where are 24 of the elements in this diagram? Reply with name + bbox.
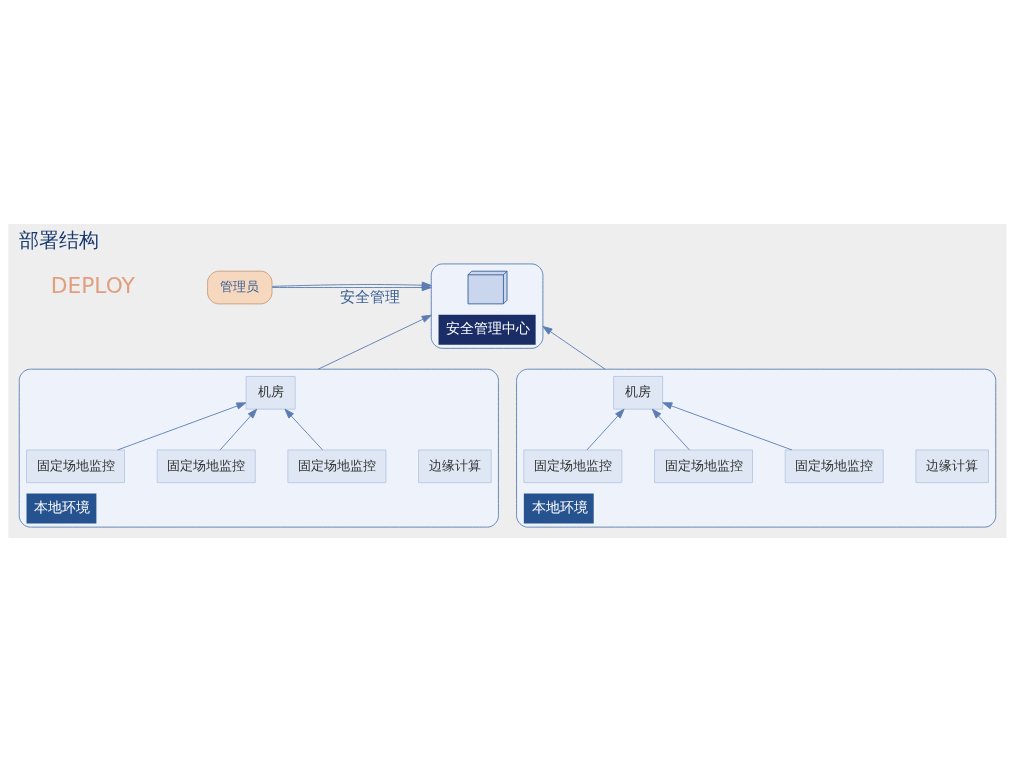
- label: DEPLOY: [50, 273, 135, 299]
- cluster: 安全管理中心: [430, 263, 544, 349]
- edge-label: 安全管理: [340, 288, 401, 305]
- arrow: [117, 402, 247, 451]
- node-box: 机房: [613, 376, 664, 410]
- node-box: 边缘计算: [915, 449, 989, 484]
- arrow: [219, 408, 258, 451]
- node-box: 固定场地监控: [287, 449, 387, 484]
- arrow: [651, 408, 690, 451]
- arrow: [284, 408, 323, 451]
- node-box: 边缘计算: [418, 449, 492, 484]
- arrow: [662, 402, 793, 451]
- diagram-title: 部署结构: [19, 228, 100, 253]
- node-box: 固定场地监控: [26, 449, 125, 484]
- node-box: 管理员: [207, 270, 273, 305]
- node-box: 固定场地监控: [523, 449, 623, 484]
- node-box: 固定场地监控: [784, 449, 884, 484]
- node-box: 固定场地监控: [156, 449, 256, 484]
- arrow: [586, 408, 625, 451]
- node-box: 机房: [245, 376, 296, 410]
- node-box: 固定场地监控: [654, 449, 753, 484]
- arrow: [542, 326, 606, 370]
- arrow: [271, 281, 432, 289]
- arrow: [317, 314, 432, 370]
